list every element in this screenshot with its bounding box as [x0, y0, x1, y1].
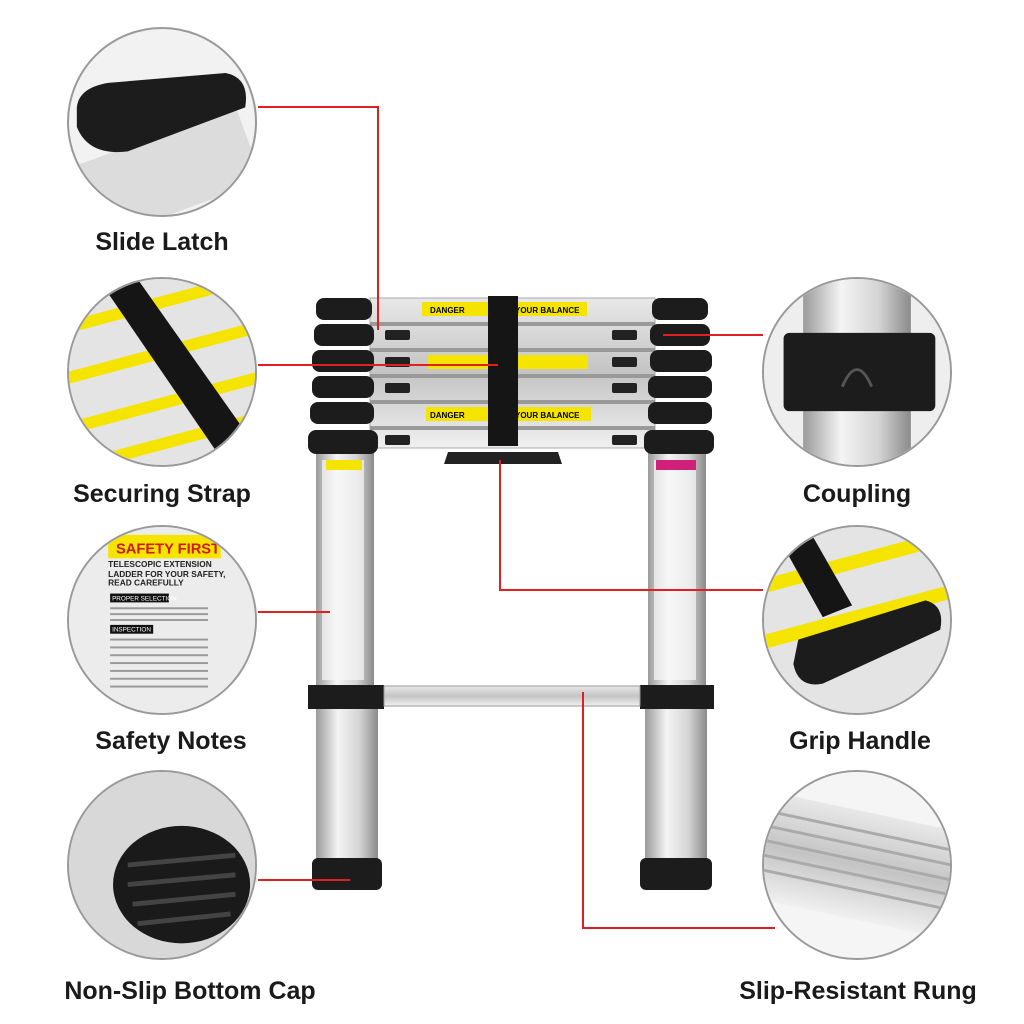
bottom-cap-right: [640, 858, 712, 890]
leader-line-slide-latch: [258, 106, 379, 108]
leader-line-bottom-cap: [258, 879, 350, 881]
label-securing-strap: Securing Strap: [73, 480, 251, 508]
leader-line-rung: [582, 927, 775, 929]
collapsed-rungs: DANGER YOUR BALANCE DANGER YOUR BALANCE: [369, 296, 656, 464]
bottom-cap-left: [312, 858, 382, 890]
bottom-rung: [383, 685, 641, 707]
left-pole: [312, 450, 382, 890]
label-grip-handle: Grip Handle: [789, 727, 931, 755]
couplings: [308, 298, 714, 709]
label-rung: Slip-Resistant Rung: [739, 977, 977, 1005]
grip-handle: [444, 452, 562, 464]
leader-line-grip: [499, 589, 763, 591]
danger-label: DANGER: [430, 411, 465, 420]
label-slide-latch: Slide Latch: [95, 228, 229, 256]
safety-first-text: SAFETY FIRST: [116, 541, 220, 557]
leader-line-rung: [582, 692, 584, 929]
proper-selection-text: PROPER SELECTION: [112, 595, 177, 602]
label-safety-notes: Safety Notes: [95, 727, 247, 755]
balance-label: YOUR BALANCE: [515, 411, 580, 420]
safety-subtitle-text: TELESCOPIC EXTENSION LADDER FOR YOUR SAF…: [108, 560, 226, 588]
leader-line-grip: [499, 460, 501, 590]
coupling-detail: [762, 277, 952, 467]
bottom-cap-detail: [67, 770, 257, 960]
securing-strap: [488, 296, 518, 446]
leader-line-strap: [258, 364, 498, 366]
leader-line-slide-latch: [377, 106, 379, 330]
right-pole: [640, 450, 712, 890]
securing-strap-detail: [67, 277, 257, 467]
balance-label: YOUR BALANCE: [515, 306, 580, 315]
label-bottom-cap: Non-Slip Bottom Cap: [64, 977, 316, 1005]
rung-detail: [762, 770, 952, 960]
danger-label: DANGER: [430, 306, 465, 315]
inspection-text: INSPECTION: [112, 627, 151, 634]
slide-latch-detail: [67, 27, 257, 217]
grip-handle-detail: [762, 525, 952, 715]
safety-notes-detail: SAFETY FIRST TELESCOPIC EXTENSION LADDER…: [67, 525, 257, 715]
leader-line-coupling: [663, 334, 763, 336]
leader-line-safety: [258, 611, 330, 613]
label-coupling: Coupling: [802, 480, 912, 508]
